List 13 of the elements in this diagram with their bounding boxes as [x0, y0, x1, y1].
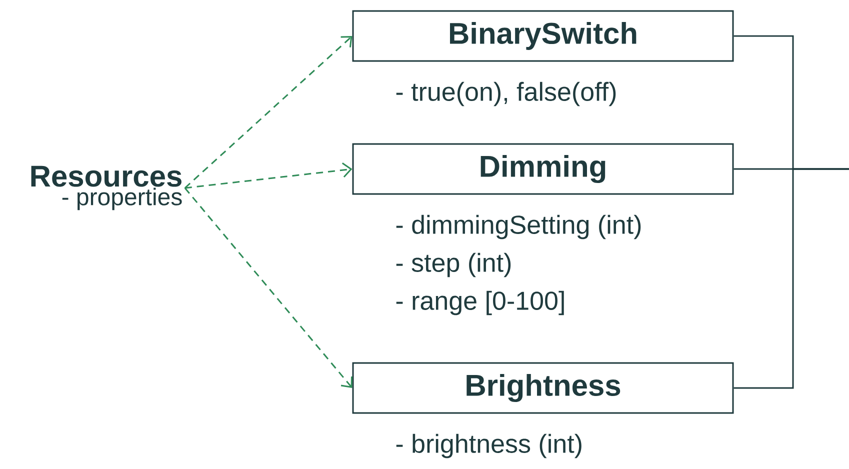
property-text: - range [0-100] — [396, 290, 564, 316]
heading-text: Resources - properties — [31, 166, 182, 210]
label-box: Dimming — [352, 143, 734, 195]
property-text: - true(on), false(off) — [396, 82, 616, 106]
arrow — [184, 188, 352, 388]
property-text: - step (int) — [396, 252, 511, 278]
arrow — [184, 36, 352, 189]
label-box: BinarySwitch — [352, 10, 734, 62]
connector-line — [734, 168, 849, 389]
property-text: - dimmingSetting (int) — [396, 214, 641, 240]
property-text: - brightness (int) — [396, 434, 582, 458]
label-box: Brightness — [352, 362, 734, 414]
arrow — [184, 162, 352, 189]
